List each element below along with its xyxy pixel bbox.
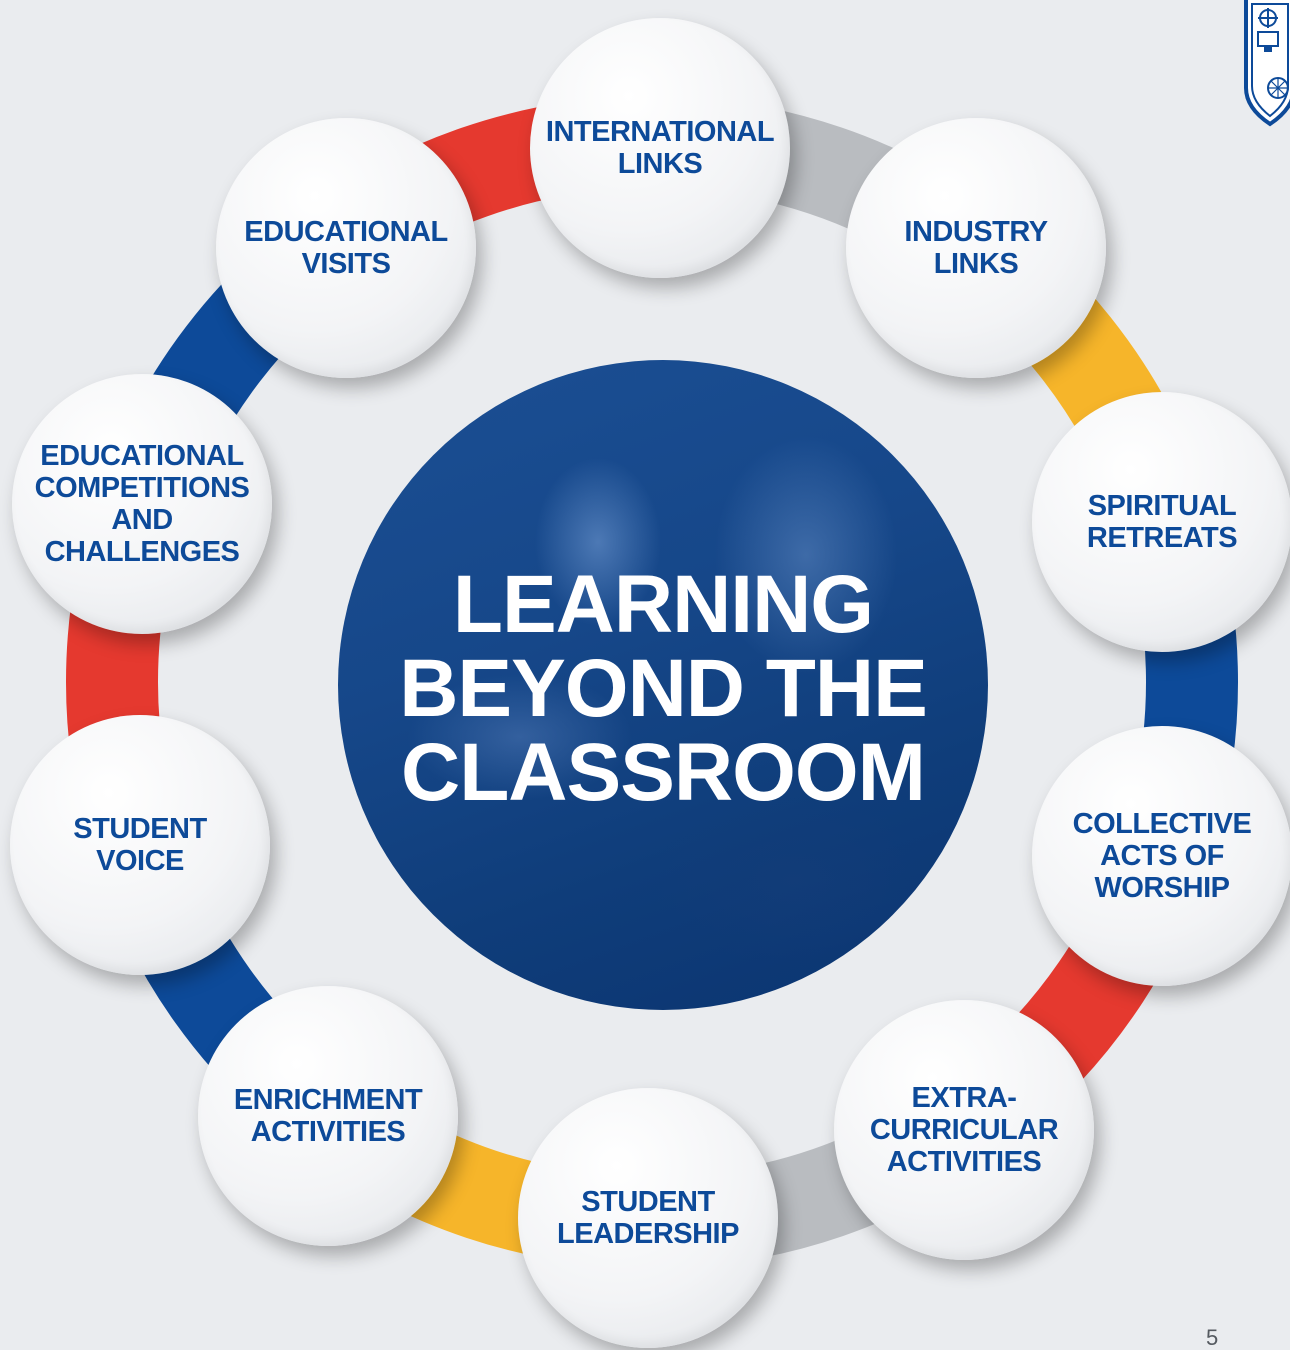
node-enrichment-activities: ENRICHMENT ACTIVITIES — [198, 986, 458, 1246]
node-student-leadership: STUDENT LEADERSHIP — [518, 1088, 778, 1348]
center-circle: LEARNING BEYOND THE CLASSROOM — [338, 360, 988, 1010]
node-label: SPIRITUAL RETREATS — [1086, 490, 1238, 554]
node-label: STUDENT LEADERSHIP — [557, 1186, 739, 1250]
node-educational-competitions-and-challenges: EDUCATIONAL COMPETITIONS AND CHALLENGES — [12, 374, 272, 634]
center-title: LEARNING BEYOND THE CLASSROOM — [399, 559, 928, 818]
node-student-voice: STUDENT VOICE — [10, 715, 270, 975]
node-label: STUDENT VOICE — [73, 813, 207, 877]
node-extra-curricular-activities: EXTRA- CURRICULAR ACTIVITIES — [834, 1000, 1094, 1260]
node-international-links: INTERNATIONAL LINKS — [530, 18, 790, 278]
node-label: INDUSTRY LINKS — [904, 216, 1048, 280]
page-number: 5 — [1206, 1325, 1219, 1350]
node-industry-links: INDUSTRY LINKS — [846, 118, 1106, 378]
school-crest-icon — [1244, 0, 1290, 127]
node-label: ENRICHMENT ACTIVITIES — [233, 1084, 423, 1148]
node-educational-visits: EDUCATIONAL VISITS — [216, 118, 476, 378]
node-label: INTERNATIONAL LINKS — [545, 116, 775, 180]
node-label: EXTRA- CURRICULAR ACTIVITIES — [869, 1082, 1059, 1178]
node-label: COLLECTIVE ACTS OF WORSHIP — [1072, 808, 1252, 904]
node-label: EDUCATIONAL VISITS — [244, 216, 448, 280]
node-collective-acts-of-worship: COLLECTIVE ACTS OF WORSHIP — [1032, 726, 1290, 986]
node-label: EDUCATIONAL COMPETITIONS AND CHALLENGES — [34, 440, 250, 568]
node-spiritual-retreats: SPIRITUAL RETREATS — [1032, 392, 1290, 652]
